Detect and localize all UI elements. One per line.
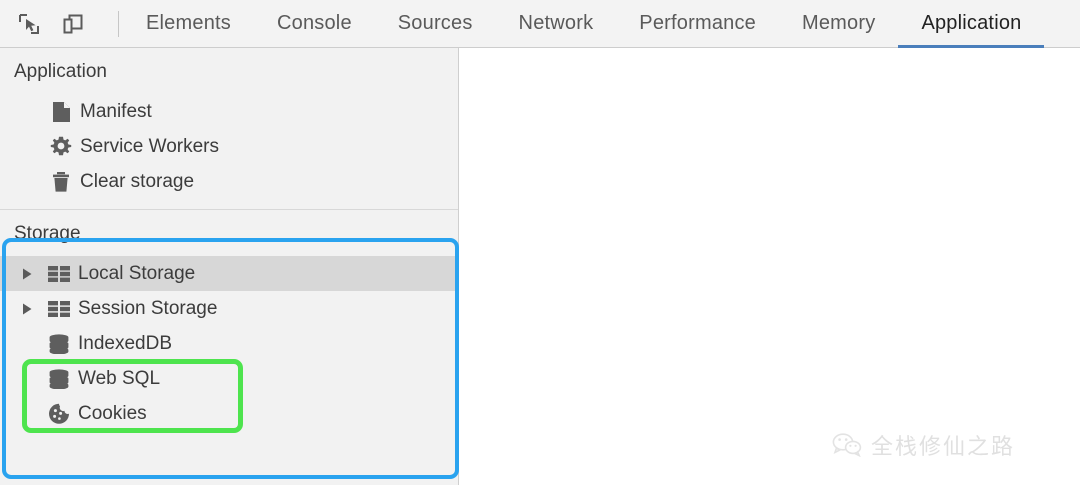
sidebar-item-manifest-label: Manifest	[80, 100, 152, 122]
tab-memory[interactable]: Memory	[779, 0, 898, 48]
toolbar-divider	[118, 10, 119, 37]
sidebar-section-storage: Storage	[0, 210, 458, 431]
tab-elements[interactable]: Elements	[123, 0, 254, 48]
database-icon	[44, 368, 74, 389]
devtools-toolbar: Elements Console Sources Network Perform…	[0, 0, 1080, 48]
tab-sources[interactable]: Sources	[375, 0, 496, 48]
cookie-icon	[44, 403, 74, 424]
table-icon	[44, 300, 74, 318]
sidebar-section-application-title: Application	[14, 61, 107, 82]
storage-item-list: Local Storage	[0, 256, 458, 431]
sidebar-divider	[0, 209, 458, 210]
sidebar-item-web-sql-label: Web SQL	[78, 367, 161, 389]
sidebar-item-session-storage[interactable]: Session Storage	[0, 291, 458, 326]
application-sidebar: Application Manifest Service	[0, 48, 459, 485]
tab-application[interactable]: Application	[898, 0, 1045, 48]
table-icon	[44, 265, 74, 283]
sidebar-item-local-storage-label: Local Storage	[78, 262, 196, 284]
tab-console[interactable]: Console	[254, 0, 375, 48]
tab-memory-label: Memory	[802, 12, 876, 34]
sidebar-section-storage-title: Storage	[14, 223, 81, 244]
tab-performance[interactable]: Performance	[616, 0, 779, 48]
sidebar-section-application: Application Manifest Service	[0, 48, 458, 199]
device-toolbar-icon[interactable]	[58, 9, 88, 39]
tab-network[interactable]: Network	[496, 0, 617, 48]
sidebar-item-indexeddb-label: IndexedDB	[78, 332, 173, 354]
gear-icon	[46, 136, 76, 158]
sidebar-item-clear-storage-label: Clear storage	[80, 170, 195, 192]
sidebar-item-manifest[interactable]: Manifest	[0, 94, 458, 129]
sidebar-item-cookies[interactable]: Cookies	[0, 396, 458, 431]
tab-console-label: Console	[276, 12, 352, 34]
sidebar-item-web-sql[interactable]: Web SQL	[0, 361, 458, 396]
sidebar-item-session-storage-label: Session Storage	[78, 297, 218, 319]
toolbar-icon-group	[0, 9, 123, 39]
sidebar-item-service-workers-label: Service Workers	[80, 135, 220, 157]
chevron-right-icon[interactable]	[22, 268, 44, 280]
sidebar-item-indexeddb[interactable]: IndexedDB	[0, 326, 458, 361]
inspect-element-icon[interactable]	[14, 9, 44, 39]
sidebar-item-service-workers[interactable]: Service Workers	[0, 129, 458, 164]
sidebar-item-clear-storage[interactable]: Clear storage	[0, 164, 458, 199]
tab-elements-label: Elements	[146, 12, 231, 34]
tab-performance-label: Performance	[639, 12, 756, 34]
tab-network-label: Network	[518, 12, 594, 34]
chevron-right-icon[interactable]	[22, 303, 44, 315]
sidebar-item-local-storage[interactable]: Local Storage	[0, 256, 458, 291]
panel-tabs: Elements Console Sources Network Perform…	[123, 0, 1045, 48]
database-icon	[44, 333, 74, 354]
sidebar-item-cookies-label: Cookies	[78, 402, 147, 424]
application-content-panel	[460, 48, 1080, 485]
trash-icon	[46, 171, 76, 193]
document-icon	[46, 101, 76, 123]
tab-sources-label: Sources	[397, 12, 473, 34]
tab-application-label: Application	[921, 12, 1022, 34]
